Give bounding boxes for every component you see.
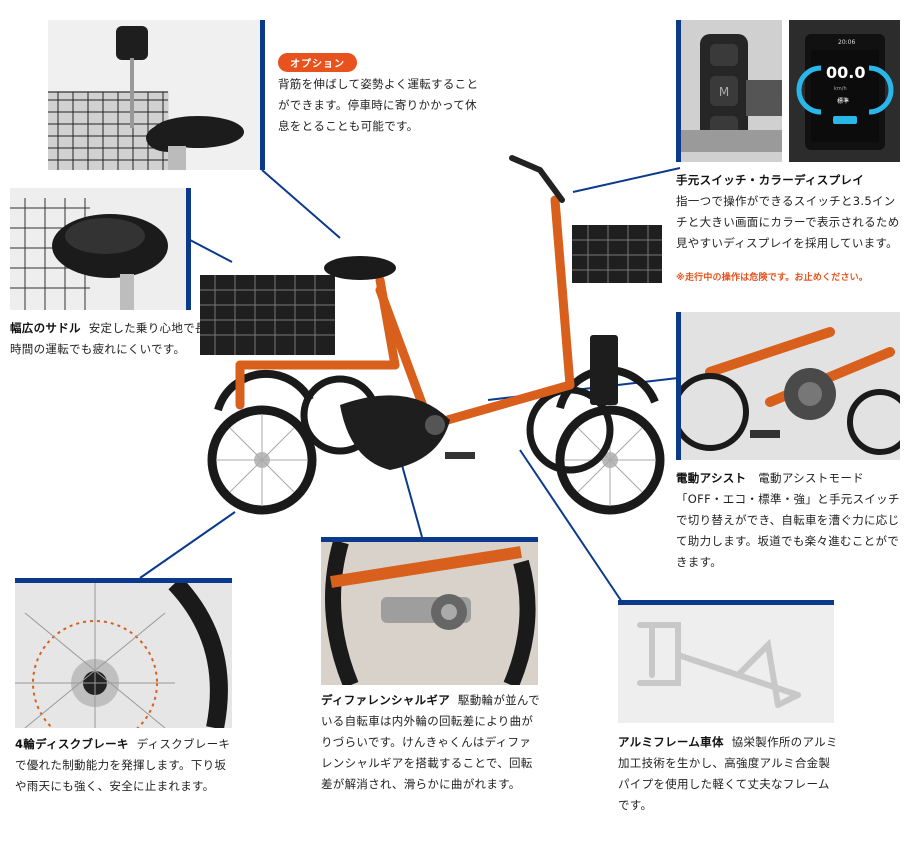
screen-speed: 00.0 <box>826 63 866 82</box>
display-title: 手元スイッチ・カラーディスプレイ <box>676 173 864 187</box>
screen-unit: km/h <box>834 86 847 92</box>
differential-body: 駆動輪が並んでいる自転車は内外輪の回転差により曲がりづらいです。けんきゃくんはデ… <box>321 693 540 791</box>
wide-saddle-photo <box>10 188 190 310</box>
aluminum-frame-photo <box>618 605 834 723</box>
divider-bar <box>260 20 265 170</box>
rear-wheel <box>207 405 317 515</box>
divider-bar <box>676 20 681 162</box>
electric-tricycle-image: KENKYAKU <box>200 140 670 530</box>
divider-bar <box>15 578 232 583</box>
assist-body: 電動アシストモード「OFF・エコ・標準・強」と手元スイッチで切り替えができ、自転… <box>676 471 900 569</box>
differential-gear-photo <box>321 542 538 685</box>
svg-text:M: M <box>719 85 729 99</box>
option-badge: オプション <box>278 53 357 72</box>
frame-title: アルミフレーム車体 <box>618 735 724 749</box>
saddle-body: 安定した乗り心地で長時間の運転でも疲れにくいです。 <box>10 321 207 356</box>
display-body: 指一つで操作ができるスイッチと3.5インチと大きい画面にカラーで表示されるため見… <box>676 194 900 250</box>
assist-title: 電動アシスト <box>676 471 747 485</box>
frame-feature: アルミフレーム車体 協栄製作所のアルミ加工技術を生かし、高強度アルミ合金製パイプ… <box>618 732 840 816</box>
differential-feature: ディファレンシャルギア 駆動輪が並んでいる自転車は内外輪の回転差により曲がりづら… <box>321 690 541 795</box>
color-display-photo <box>789 20 900 162</box>
display-feature: 手元スイッチ・カラーディスプレイ 指一つで操作ができるスイッチと3.5インチと大… <box>676 170 900 254</box>
brake-feature: 4輪ディスクブレーキ ディスクブレーキで優れた制動能力を発揮します。下り坂や雨天… <box>15 734 235 797</box>
saddle-title: 幅広のサドル <box>10 321 81 335</box>
divider-bar <box>321 537 538 542</box>
assist-feature: 電動アシスト 電動アシストモード「OFF・エコ・標準・強」と手元スイッチで切り替… <box>676 468 902 573</box>
divider-bar <box>186 188 191 310</box>
option-text: 背筋を伸ばして姿勢よく運転することができます。停車時に寄りかかって休息をとること… <box>278 77 479 133</box>
display-warning: ※走行中の操作は危険です。お止めください。 <box>676 273 869 283</box>
saddle-feature: 幅広のサドル 安定した乗り心地で長時間の運転でも疲れにくいです。 <box>10 318 210 360</box>
screen-mode: 標準 <box>837 98 850 105</box>
divider-bar <box>676 312 681 460</box>
handle-switch-photo: M <box>680 20 782 162</box>
backrest-saddle-photo <box>48 20 260 170</box>
divider-bar <box>618 600 834 605</box>
brake-title: 4輪ディスクブレーキ <box>15 737 129 751</box>
screen-time: 20:06 <box>838 39 856 46</box>
frame-body: 協栄製作所のアルミ加工技術を生かし、高強度アルミ合金製パイプを使用した軽くて丈夫… <box>618 735 838 812</box>
brake-body: ディスクブレーキで優れた制動能力を発揮します。下り坂や雨天にも強く、安全に止まれ… <box>15 737 231 793</box>
assist-motor-photo <box>680 312 900 460</box>
disc-brake-photo <box>15 583 232 728</box>
differential-title: ディファレンシャルギア <box>321 693 450 707</box>
